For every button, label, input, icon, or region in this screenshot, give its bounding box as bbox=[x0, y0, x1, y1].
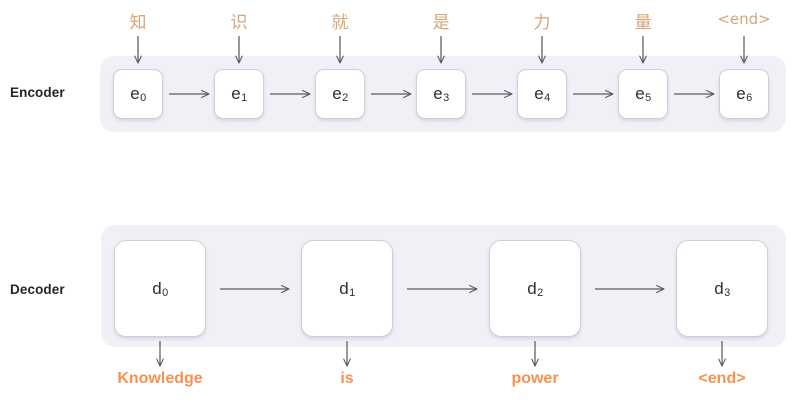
output-word-1: is bbox=[340, 370, 354, 387]
cell-label: e bbox=[736, 84, 746, 103]
cell-index: 6 bbox=[746, 92, 753, 104]
cell-index: 0 bbox=[162, 286, 169, 299]
decoder-panel bbox=[101, 225, 786, 347]
cell-label: e bbox=[231, 84, 241, 103]
cell-label: e bbox=[433, 84, 443, 103]
cell-index: 3 bbox=[443, 92, 450, 104]
cell-label: d bbox=[527, 278, 537, 298]
cell-index: 0 bbox=[140, 92, 147, 104]
encoder-row-label: Encoder bbox=[10, 85, 65, 100]
input-token-0: 知 bbox=[129, 13, 147, 33]
cell-label: d bbox=[714, 278, 724, 298]
cell-index: 2 bbox=[342, 92, 349, 104]
cell-label: e bbox=[130, 84, 140, 103]
input-token-6: <end> bbox=[717, 10, 771, 28]
cell-index: 1 bbox=[349, 286, 356, 299]
output-word-0: Knowledge bbox=[117, 370, 203, 387]
cell-index: 5 bbox=[645, 92, 652, 104]
input-token-5: 量 bbox=[634, 13, 652, 33]
input-token-1: 识 bbox=[230, 13, 248, 33]
cell-label: d bbox=[339, 278, 349, 298]
output-word-3: <end> bbox=[698, 370, 746, 387]
decoder-row-label: Decoder bbox=[10, 282, 65, 297]
input-token-2: 就 bbox=[331, 13, 349, 33]
input-token-4: 力 bbox=[533, 13, 551, 33]
cell-index: 4 bbox=[544, 92, 551, 104]
output-word-2: power bbox=[511, 370, 559, 387]
cell-label: d bbox=[152, 278, 162, 298]
input-token-3: 是 bbox=[432, 13, 450, 33]
cell-label: e bbox=[332, 84, 342, 103]
cell-index: 2 bbox=[537, 286, 544, 299]
cell-index: 1 bbox=[241, 92, 248, 104]
cell-label: e bbox=[534, 84, 544, 103]
cell-label: e bbox=[635, 84, 645, 103]
cell-index: 3 bbox=[724, 286, 731, 299]
